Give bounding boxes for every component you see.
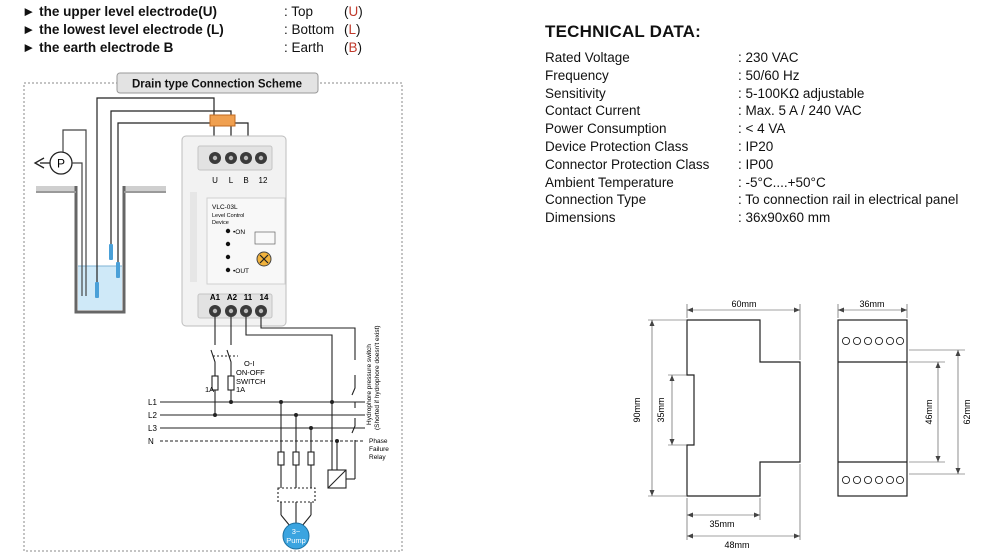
phase-failure-relay xyxy=(351,418,356,460)
tech-label: Sensitivity xyxy=(545,85,606,101)
water-well xyxy=(36,186,166,314)
legend-position: : Bottom xyxy=(284,22,335,37)
legend-desc: ► the lowest level electrode (L) xyxy=(22,22,224,37)
tech-row: Dimensions : 36x90x60 mm xyxy=(545,210,830,228)
mains-lines xyxy=(160,401,365,442)
tech-label: Dimensions xyxy=(545,210,616,226)
hydrophore-label-2: (Shorted if hydrophore doesn't exist) xyxy=(374,325,381,430)
fuse-label-1: 1A xyxy=(205,385,214,394)
tech-row: Sensitivity : 5-100KΩ adjustable xyxy=(545,85,864,104)
contactor xyxy=(277,402,356,527)
terminal-l: L xyxy=(229,176,234,185)
legend-position: : Top xyxy=(284,4,314,19)
line-l1: L1 xyxy=(148,398,157,407)
technical-data-title: TECHNICAL DATA: xyxy=(545,22,701,41)
tech-row: Connection Type : To connection rail in e… xyxy=(545,192,958,210)
tech-label: Connection Type xyxy=(545,192,647,208)
level-control-device: U L B 12 VLC-03L Level Control Device •O… xyxy=(181,135,287,327)
terminal-b: B xyxy=(243,176,248,185)
switch-label-3: SWITCH xyxy=(236,377,266,386)
pump-motor-phases: 3~ xyxy=(292,527,301,536)
tech-row: Ambient Temperature : -5°C....+50°C xyxy=(545,174,826,193)
terminal-a2: A2 xyxy=(227,293,238,302)
phase-relay-2: Failure xyxy=(369,446,389,453)
tech-label: Rated Voltage xyxy=(545,50,630,65)
tech-row: Contact Current : Max. 5 A / 240 VAC xyxy=(545,103,862,121)
legend-desc: ► the earth electrode B xyxy=(22,40,174,55)
legend-code: (U) xyxy=(344,4,363,19)
terminal-u: U xyxy=(212,176,218,185)
hydrophore-switch: Hydrophore pressure switch (Shorted if h… xyxy=(366,325,381,430)
bridge-link xyxy=(209,114,236,127)
surface-pump: P xyxy=(33,129,87,296)
tech-value: : 5-100KΩ adjustable xyxy=(738,85,865,101)
line-l3: L3 xyxy=(148,424,157,433)
pump-motor-label: Pump xyxy=(286,536,306,545)
control-wiring xyxy=(210,317,356,415)
legend-position: : Earth xyxy=(284,40,324,55)
tech-label: Contact Current xyxy=(545,103,641,119)
scheme-title-box xyxy=(116,72,319,94)
tech-value: : To connection rail in electrical panel xyxy=(738,192,959,208)
tech-row: Rated Voltage : 230 VAC xyxy=(545,50,799,68)
device-model: VLC-03L xyxy=(212,204,238,211)
switch-label-2: ON-OFF xyxy=(236,368,265,377)
phase-relay-3: Relay xyxy=(369,454,386,461)
terminal-14: 14 xyxy=(260,293,269,302)
tech-row: Connector Protection Class : IP00 xyxy=(545,157,773,175)
device-name-2: Device xyxy=(212,220,229,226)
tech-label: Frequency xyxy=(545,67,609,83)
tech-row: Frequency : 50/60 Hz xyxy=(545,67,800,86)
legend-code: (B) xyxy=(344,40,363,55)
tech-value: : Max. 5 A / 240 VAC xyxy=(738,103,862,119)
tech-value: : 230 VAC xyxy=(738,50,799,65)
pump-motor xyxy=(282,522,310,550)
device-name-1: Level Control xyxy=(212,213,244,219)
electrodes xyxy=(95,244,120,298)
legend-desc: ► the upper level electrode(U) xyxy=(22,4,217,19)
tech-label: Device Protection Class xyxy=(545,138,689,154)
hydrophore-label-1: Hydrophore pressure switch xyxy=(366,344,373,425)
fuse-label-2: 1A xyxy=(236,385,245,394)
pump-symbol: P xyxy=(57,157,65,171)
terminal-a1: A1 xyxy=(210,293,221,302)
tech-value: : 50/60 Hz xyxy=(738,67,800,83)
tech-value: : IP00 xyxy=(738,156,774,172)
terminal-11: 11 xyxy=(244,293,253,302)
tech-row: Device Protection Class : IP20 xyxy=(545,138,773,157)
tech-label: Ambient Temperature xyxy=(545,174,674,190)
line-n: N xyxy=(148,437,154,446)
tech-value: : -5°C....+50°C xyxy=(738,174,826,190)
tech-label: Power Consumption xyxy=(545,121,667,137)
technical-data: TECHNICAL DATA: Rated Voltage : 230 VAC F… xyxy=(545,22,958,228)
tech-value: : 36x90x60 mm xyxy=(738,210,831,226)
terminal-12: 12 xyxy=(259,176,268,185)
tech-row: Power Consumption : < 4 VA xyxy=(545,121,785,139)
tech-value: : IP20 xyxy=(738,138,774,154)
scheme-title: Drain type Connection Scheme xyxy=(132,79,302,91)
led-out-label: •OUT xyxy=(233,268,249,275)
legend-code: (L) xyxy=(344,22,361,37)
led-on-label: •ON xyxy=(233,229,245,236)
line-l2: L2 xyxy=(148,411,157,420)
tech-value: : < 4 VA xyxy=(738,121,786,137)
switch-label: O-I xyxy=(244,359,254,368)
phase-relay-1: Phase xyxy=(369,438,388,445)
tech-label: Connector Protection Class xyxy=(545,156,710,172)
